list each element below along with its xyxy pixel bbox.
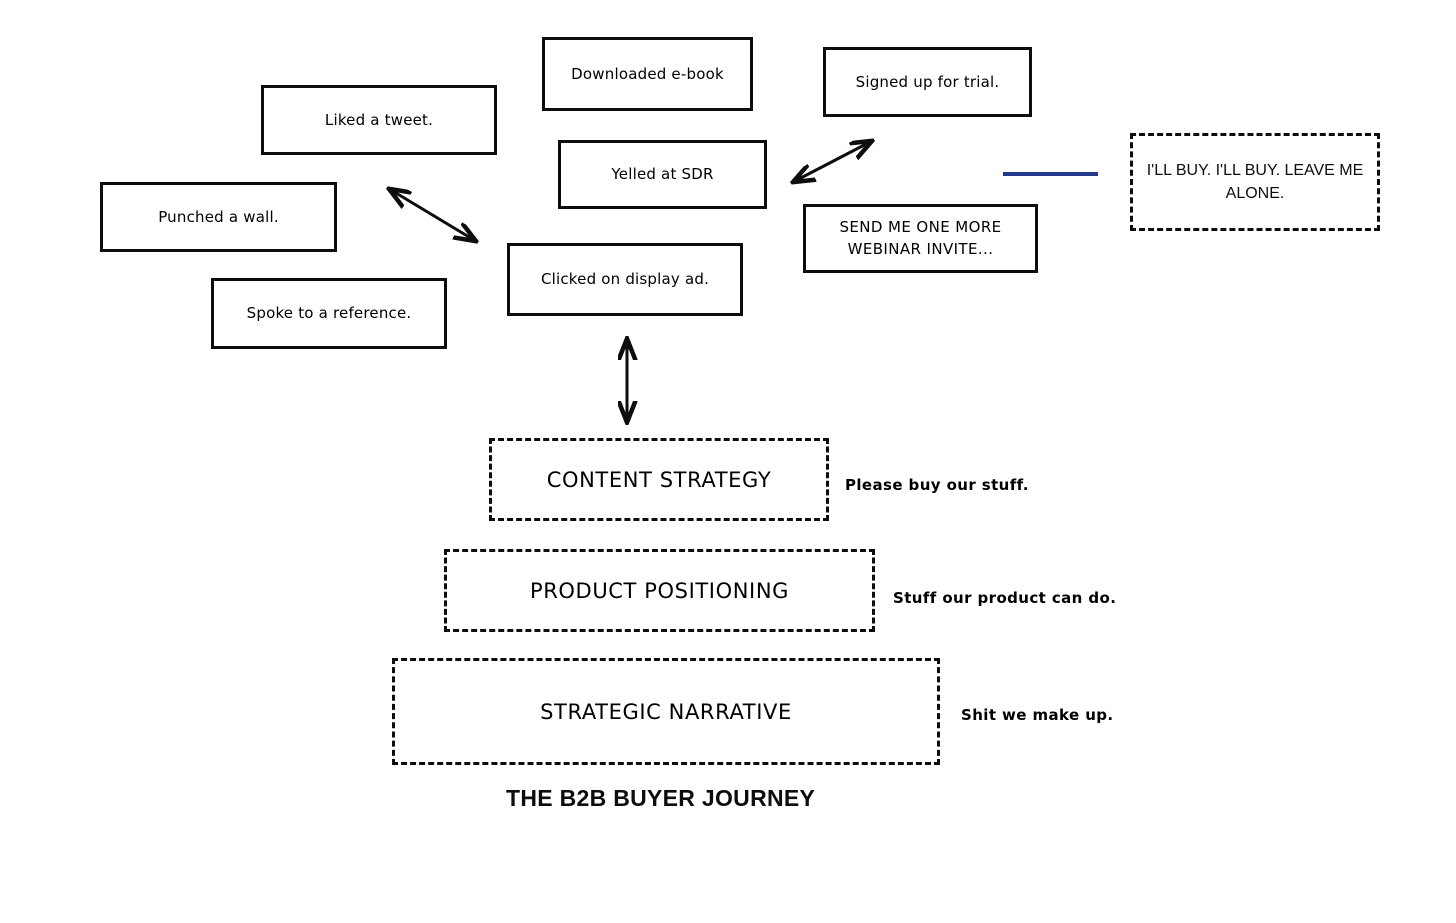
behaviour-box-send-me-one-more-webinar-invite: SEND ME ONE MORE WEBINAR INVITE... bbox=[803, 204, 1038, 273]
page-title: THE B2B BUYER JOURNEY bbox=[506, 785, 816, 811]
pyramid-layer-label: STRATEGIC NARRATIVE bbox=[540, 699, 792, 724]
behaviour-box-label: SEND ME ONE MORE WEBINAR INVITE... bbox=[839, 217, 1002, 258]
behaviour-box-label: Yelled at SDR bbox=[611, 165, 714, 184]
behaviour-box-downloaded-e-book: Downloaded e-book bbox=[542, 37, 753, 111]
behaviour-box-label: Clicked on display ad. bbox=[540, 270, 710, 289]
behaviour-box-label: Downloaded e-book bbox=[571, 64, 724, 83]
behaviour-box-spoke-to-a-reference: Spoke to a reference. bbox=[211, 278, 447, 349]
pyramid-layer-strategic-narrative: STRATEGIC NARRATIVE bbox=[392, 658, 940, 765]
pyramid-annotation-content-strategy: Please buy our stuff. bbox=[845, 476, 1029, 494]
pyramid-layer-product-positioning: PRODUCT POSITIONING bbox=[444, 549, 875, 632]
behaviour-box-label: Spoke to a reference. bbox=[246, 304, 412, 323]
pyramid-annotation-product-positioning: Stuff our product can do. bbox=[893, 589, 1117, 607]
arrow-tweet-to-display-ad bbox=[391, 190, 474, 240]
pyramid-layer-content-strategy: CONTENT STRATEGY bbox=[489, 438, 829, 521]
behaviour-box-clicked-on-display-ad: Clicked on display ad. bbox=[507, 243, 743, 316]
behaviour-box-liked-a-tweet: Liked a tweet. bbox=[261, 85, 497, 155]
pyramid-layer-label: CONTENT STRATEGY bbox=[546, 467, 772, 492]
behaviour-box-label: Signed up for trial. bbox=[855, 72, 1000, 91]
pyramid-annotation-strategic-narrative: Shit we make up. bbox=[961, 706, 1114, 724]
behaviour-box-yelled-at-sdr: Yelled at SDR bbox=[558, 140, 767, 209]
behaviour-box-label: Liked a tweet. bbox=[324, 110, 434, 129]
arrow-webinar-to-trial bbox=[795, 142, 870, 181]
behaviour-box-punched-a-wall: Punched a wall. bbox=[100, 182, 337, 252]
pyramid-layer-label: PRODUCT POSITIONING bbox=[529, 578, 790, 603]
callout-box-label: I'LL BUY. I'LL BUY. LEAVE ME ALONE. bbox=[1146, 161, 1364, 202]
callout-box-ill-buy-leave-me-alone: I'LL BUY. I'LL BUY. LEAVE ME ALONE. bbox=[1130, 133, 1380, 231]
behaviour-box-label: Punched a wall. bbox=[158, 207, 279, 226]
behaviour-box-signed-up-for-trial: Signed up for trial. bbox=[823, 47, 1032, 117]
